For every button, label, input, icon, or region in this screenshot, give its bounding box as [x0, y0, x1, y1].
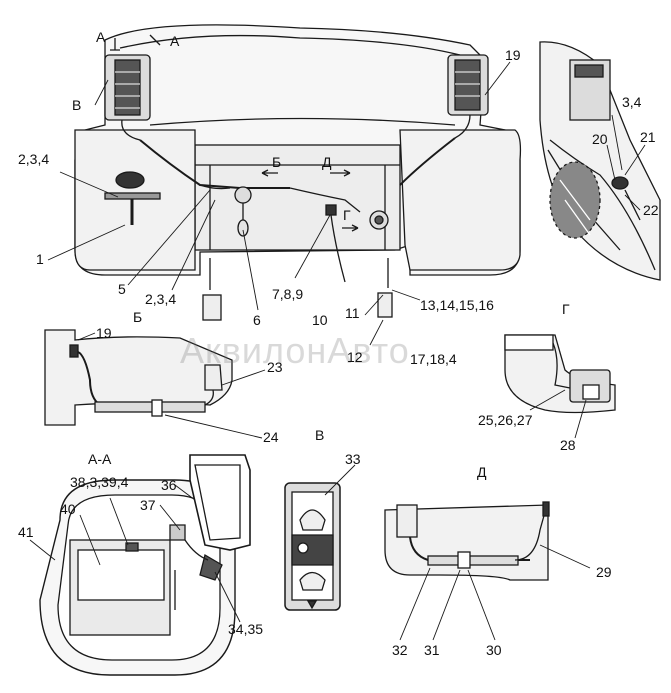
callout-19-view-b: 19 — [96, 325, 112, 341]
section-mark-a-left: А — [96, 29, 106, 45]
view-ref-v: В — [72, 97, 82, 113]
right-lamp-housing — [447, 54, 489, 139]
callout-20: 20 — [592, 131, 608, 147]
callout-29: 29 — [596, 564, 612, 580]
callout-22: 22 — [643, 202, 659, 218]
view-title-aa: А-А — [88, 451, 112, 467]
callout-34-35: 34,35 — [228, 621, 264, 637]
callout-7-8-9: 7,8,9 — [272, 286, 304, 302]
view-ref-d: Д — [322, 154, 332, 170]
callout-32: 32 — [392, 642, 408, 658]
view-g — [504, 334, 616, 439]
view-title-b: Б — [133, 309, 143, 325]
callout-30: 30 — [486, 642, 502, 658]
callout-13-16: 13,14,15,16 — [420, 297, 494, 313]
watermark: АквилонАвто — [180, 330, 410, 371]
callout-33: 33 — [345, 451, 361, 467]
callout-10: 10 — [312, 312, 328, 328]
view-title-d: Д — [477, 464, 487, 480]
callout-28: 28 — [560, 437, 576, 453]
callout-31: 31 — [424, 642, 440, 658]
callout-24: 24 — [263, 429, 279, 445]
callout-38-3-39-4: 38,3,39,4 — [70, 474, 129, 490]
callout-41: 41 — [18, 524, 34, 540]
callout-25-27: 25,26,27 — [478, 412, 533, 428]
callout-23: 23 — [267, 359, 283, 375]
callout-5: 5 — [118, 281, 126, 297]
callout-37: 37 — [140, 497, 156, 513]
view-v — [284, 464, 356, 611]
callout-11: 11 — [345, 305, 360, 321]
callout-2-3-4-bottom: 2,3,4 — [145, 291, 177, 307]
callout-2-3-4-left: 2,3,4 — [18, 151, 50, 167]
callout-40: 40 — [60, 501, 76, 517]
view-aa — [29, 454, 251, 676]
callout-17-18-4: 17,18,4 — [410, 351, 457, 367]
view-ref-g: Г — [343, 207, 351, 223]
view-d — [384, 501, 591, 641]
view-title-v: В — [315, 427, 325, 443]
left-marker-lamp — [104, 171, 161, 225]
view-title-g: Г — [562, 301, 570, 317]
section-mark-a-right: А — [170, 33, 180, 49]
cab-side-view — [539, 41, 661, 281]
view-ref-b: Б — [272, 154, 282, 170]
callout-36: 36 — [161, 477, 177, 493]
callout-1: 1 — [36, 251, 44, 267]
left-lamp-housing — [104, 54, 151, 141]
callout-3-4-side: 3,4 — [622, 94, 642, 110]
callout-6: 6 — [253, 312, 261, 328]
view-b — [44, 329, 266, 439]
callout-21: 21 — [640, 129, 656, 145]
callout-19-top: 19 — [505, 47, 521, 63]
callout-12: 12 — [347, 349, 363, 365]
cab-front-view — [47, 24, 522, 346]
